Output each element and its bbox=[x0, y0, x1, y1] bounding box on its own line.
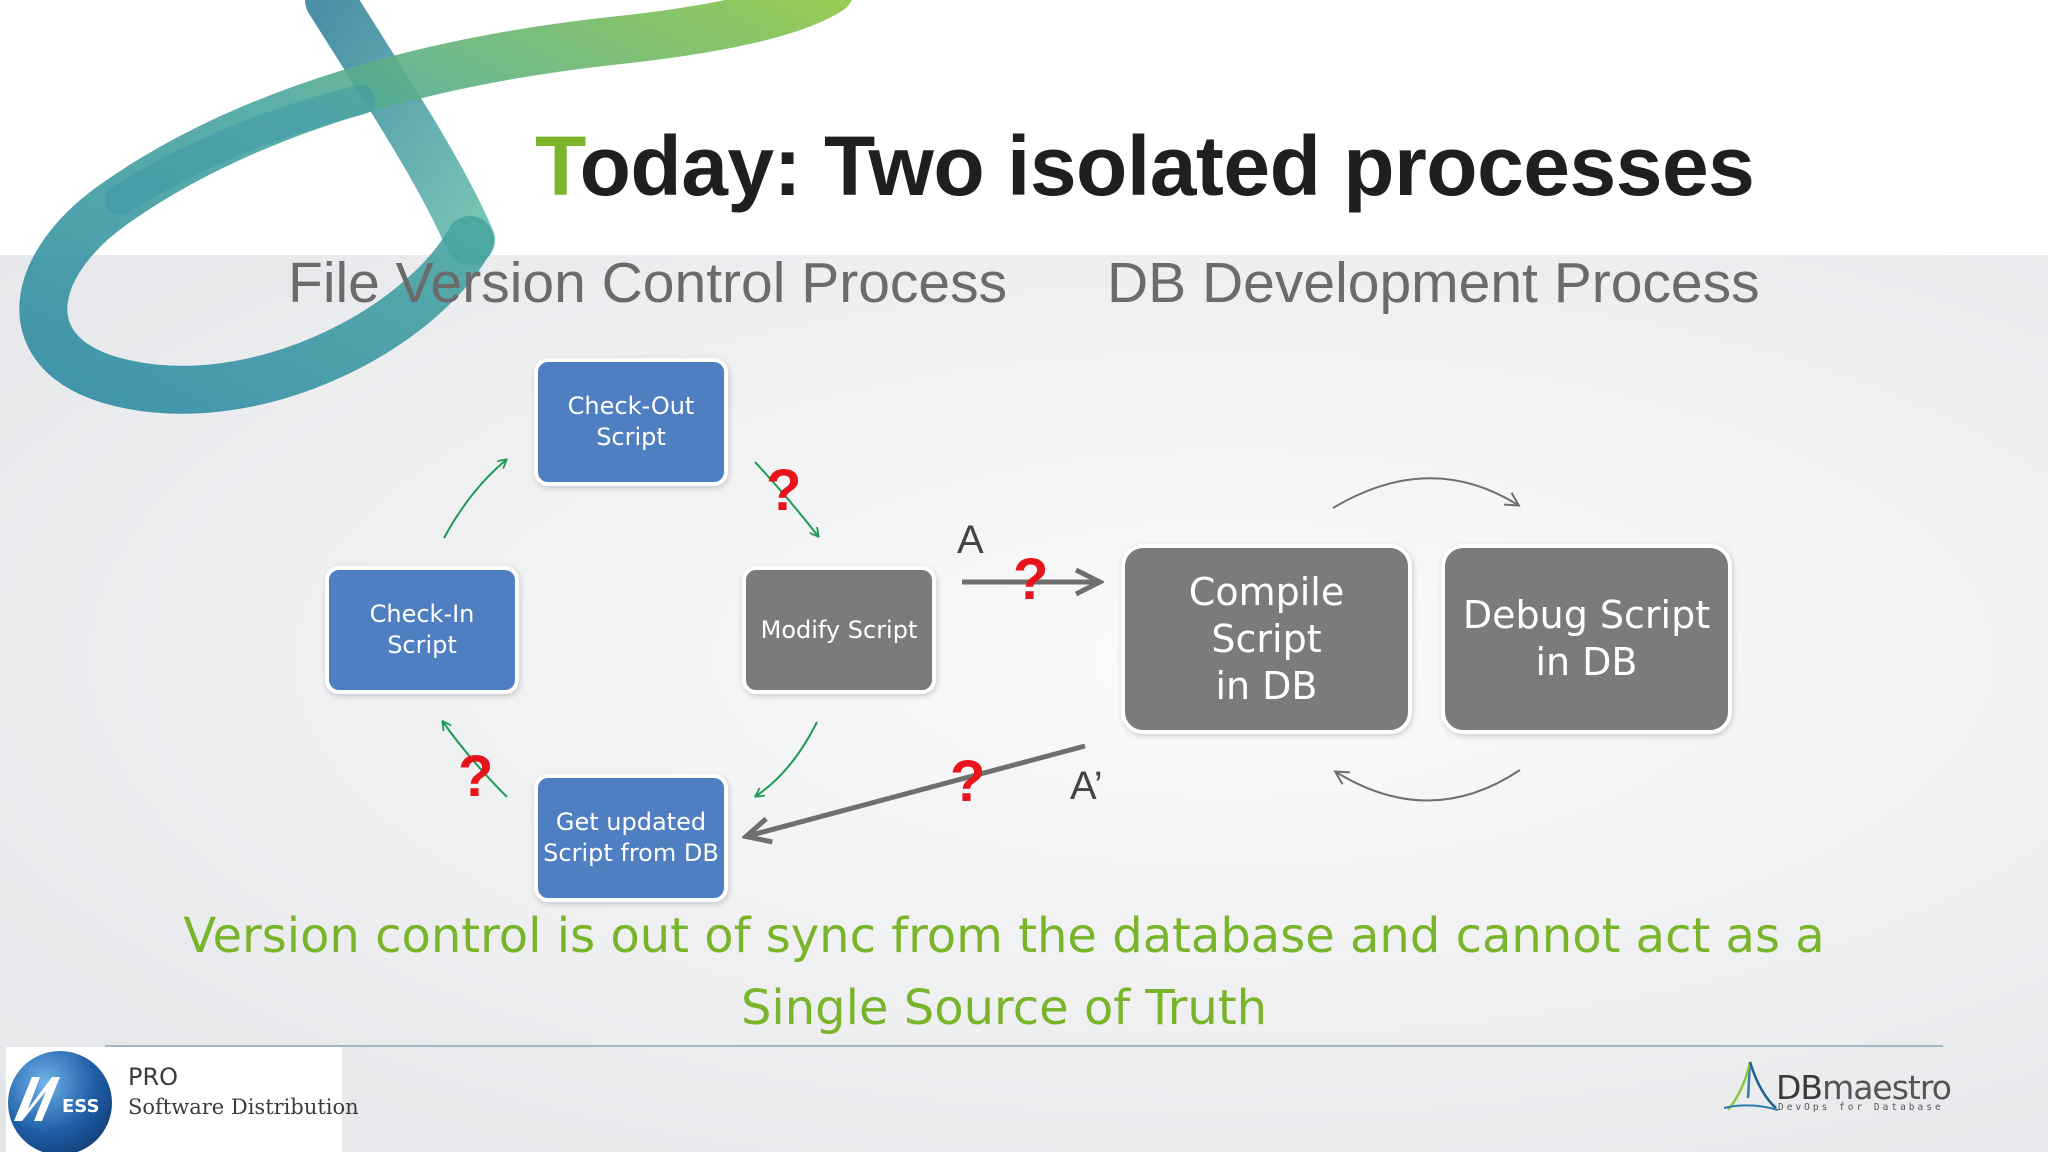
debug-script-label: Debug Script in DB bbox=[1462, 593, 1711, 684]
ness-pro-logo: ESS PRO Software Distribution bbox=[6, 1047, 359, 1152]
label-a: A bbox=[957, 518, 984, 562]
compile-script-label: Compile Script in DB bbox=[1188, 569, 1345, 708]
question-mark-checkout-modify: ? bbox=[766, 458, 802, 523]
arrow-checkin-to-checkout bbox=[443, 460, 506, 539]
footer-divider bbox=[105, 1045, 1943, 1047]
checkin-script-box: Check-In Script bbox=[325, 566, 519, 694]
subtitle-file-version-control: File Version Control Process bbox=[288, 251, 1008, 315]
page-title: Today: Two isolated processes bbox=[535, 118, 1755, 215]
get-updated-script-label: Get updated Script from DB bbox=[543, 808, 719, 867]
checkout-script-label: Check-Out Script bbox=[567, 392, 695, 451]
dbmaestro-wordmark-bold: DB bbox=[1776, 1068, 1823, 1107]
subtitle-db-development: DB Development Process bbox=[1107, 251, 1760, 315]
ness-globe-icon: ESS bbox=[8, 1051, 112, 1152]
decorative-swirl bbox=[19, 0, 852, 414]
get-updated-script-box: Get updated Script from DB bbox=[534, 774, 728, 902]
debug-script-box: Debug Script in DB bbox=[1441, 544, 1732, 734]
modify-script-label: Modify Script bbox=[760, 615, 918, 644]
question-mark-a-prime-arrow: ? bbox=[950, 749, 986, 814]
checkin-script-label: Check-In Script bbox=[369, 600, 475, 659]
modify-script-box: Modify Script bbox=[742, 566, 936, 694]
arrow-checkout-to-modify bbox=[754, 461, 818, 536]
pro-label: PRO bbox=[128, 1063, 179, 1091]
question-mark-getupdated-checkin: ? bbox=[458, 744, 494, 809]
dbmaestro-mark-icon bbox=[1723, 1061, 1779, 1111]
dbmaestro-logo: DBmaestro DevOps for Database bbox=[1720, 1058, 1960, 1118]
arrow-a-prime-to-getupdated bbox=[748, 743, 1086, 836]
title-text: oday: Two isolated processes bbox=[579, 119, 1755, 213]
checkout-script-box: Check-Out Script bbox=[534, 358, 728, 486]
software-distribution-label: Software Distribution bbox=[128, 1095, 359, 1119]
label-a-prime: A’ bbox=[1070, 764, 1103, 808]
dbmaestro-tagline: DevOps for Database bbox=[1778, 1102, 1944, 1113]
arrow-debug-to-compile bbox=[1336, 769, 1521, 802]
conclusion-text: Version control is out of sync from the … bbox=[183, 908, 1825, 1036]
question-mark-a-arrow: ? bbox=[1013, 547, 1049, 612]
dbmaestro-wordmark-thin: maestro bbox=[1822, 1068, 1952, 1107]
dbmaestro-wordmark: DBmaestro bbox=[1776, 1068, 1952, 1107]
ness-globe-text: ESS bbox=[62, 1096, 99, 1117]
arrow-getupdated-to-checkin bbox=[443, 722, 508, 798]
arrow-modify-to-getupdated bbox=[756, 721, 818, 796]
compile-script-box: Compile Script in DB bbox=[1121, 544, 1412, 734]
title-first-letter: T bbox=[535, 119, 580, 213]
arrow-compile-to-debug bbox=[1332, 477, 1518, 509]
